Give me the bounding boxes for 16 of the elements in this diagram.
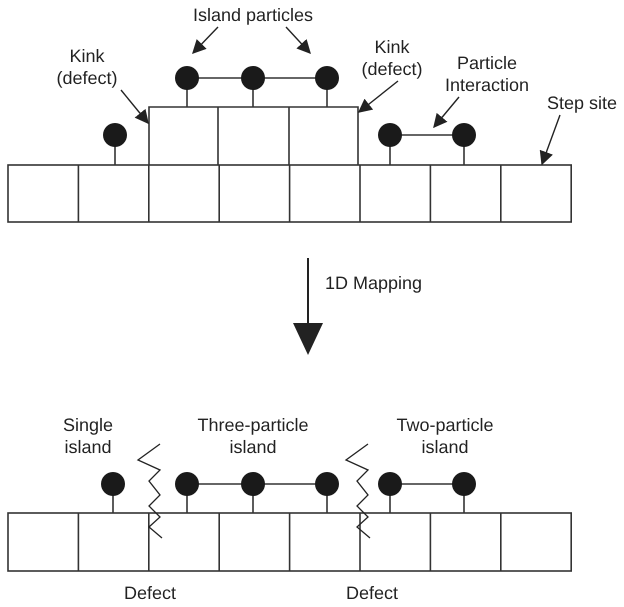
substrate-lattice [7, 164, 572, 223]
defect-label: Defect [122, 582, 178, 604]
leader-arrow [120, 90, 149, 124]
leader-arrow [433, 96, 460, 128]
leader-arrow [285, 26, 311, 54]
callout-label: Island particles [168, 4, 338, 26]
leader-arrow [358, 80, 398, 113]
leader-arrow [540, 114, 561, 166]
defect-label: Defect [344, 582, 400, 604]
step-lattice [148, 106, 359, 166]
island-label: Single island [62, 414, 114, 458]
island-label: Two-particle island [395, 414, 495, 458]
callout-label: Kink (defect) [42, 45, 132, 89]
mapping-label: 1D Mapping [325, 272, 424, 294]
island-label: Three-particle island [196, 414, 310, 458]
leader-arrow [192, 26, 218, 54]
